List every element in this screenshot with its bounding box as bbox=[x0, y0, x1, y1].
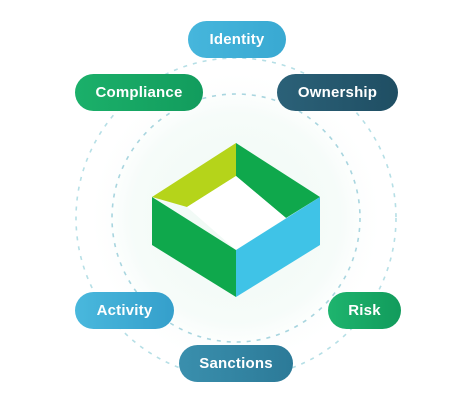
ownership-pill: Ownership bbox=[277, 74, 398, 111]
activity-pill: Activity bbox=[75, 292, 174, 329]
logo-back-right-face bbox=[236, 143, 320, 218]
identity-pill: Identity bbox=[188, 21, 286, 58]
logo-inner-floor bbox=[187, 176, 286, 250]
sanctions-pill: Sanctions bbox=[179, 345, 293, 382]
risk-label: Risk bbox=[348, 302, 381, 319]
inner-dashed-ring bbox=[111, 93, 361, 343]
sanctions-label: Sanctions bbox=[199, 355, 273, 372]
identity-label: Identity bbox=[209, 31, 265, 48]
logo-front-left-face bbox=[152, 197, 236, 297]
logo-front-right-face bbox=[236, 197, 320, 297]
compliance-label: Compliance bbox=[95, 84, 183, 101]
risk-pill: Risk bbox=[328, 292, 401, 329]
logo-back-left-face bbox=[152, 143, 236, 207]
activity-label: Activity bbox=[96, 302, 153, 319]
compliance-pill: Compliance bbox=[75, 74, 203, 111]
ownership-label: Ownership bbox=[297, 84, 378, 101]
open-box-logo-icon bbox=[152, 143, 320, 297]
